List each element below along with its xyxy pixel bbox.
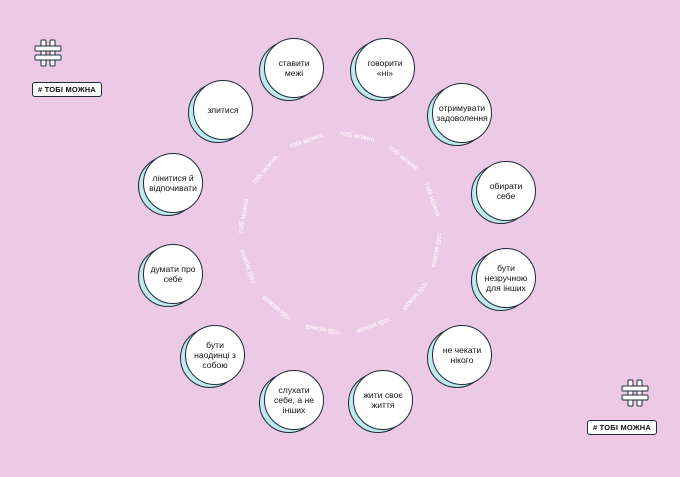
bubble-choose-yourself: обирати себе xyxy=(471,161,536,224)
ring-phrase: тобі можна xyxy=(401,280,430,312)
ring-phrase: тобі можна xyxy=(339,129,376,143)
bubble-set-boundaries: ставити межі xyxy=(259,38,324,101)
ring-phrase: тобі можна xyxy=(422,181,442,217)
ring-phrase: тобі можна xyxy=(238,248,258,284)
bubble-get-angry: злитися xyxy=(188,80,253,143)
ring-phrase: тобі можна xyxy=(355,315,391,335)
bubble-say-no: говорити «ні» xyxy=(350,38,415,101)
ring-phrase: тобі можна xyxy=(305,323,342,337)
bubble-live-your-life: жити своє життя xyxy=(348,370,413,433)
brand-badge-top: # ТОБІ МОЖНА xyxy=(32,82,103,97)
brand-badge-bottom: # ТОБІ МОЖНА xyxy=(587,420,658,435)
bubble-be-lazy-and-rest: лінитися й відпочивати xyxy=(138,153,203,216)
ring-phrase: тобі можна xyxy=(387,143,419,172)
bubble-listen-to-yourself: слухати себе, а не інших xyxy=(259,370,324,433)
hash-icon xyxy=(621,379,649,407)
ring-phrase: тобі можна xyxy=(288,131,324,151)
bubble-be-alone: бути наодинці з собою xyxy=(180,325,245,388)
bubble-be-inconvenient: бути незручною для інших xyxy=(471,248,536,311)
ring-phrase: тобі можна xyxy=(236,198,250,235)
ring-phrase: тобі можна xyxy=(430,232,444,269)
ring-phrase: тобі можна xyxy=(250,154,279,186)
hash-icon xyxy=(34,39,62,67)
bubble-dont-wait: не чекати нікого xyxy=(427,325,492,388)
bubble-get-pleasure: отримувати задоволення xyxy=(427,83,492,146)
bubble-think-of-yourself: думати про себе xyxy=(138,244,203,307)
ring-phrase: тобі можна xyxy=(261,294,293,323)
